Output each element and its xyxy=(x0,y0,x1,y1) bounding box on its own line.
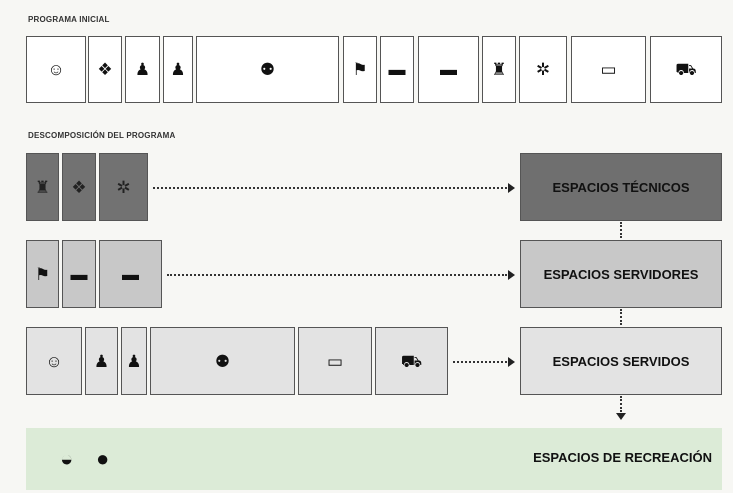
program-box-reading-1: ♟ xyxy=(125,36,160,103)
gears-icon: ✲ xyxy=(535,60,551,79)
group-people-icon: ⚉ xyxy=(259,60,276,79)
tech-arrowhead xyxy=(508,183,515,193)
program-box-office-2: ▬ xyxy=(418,36,479,103)
water-drop-icon: ● xyxy=(96,446,110,471)
tech-to-servers-connector xyxy=(620,222,622,238)
trash-person-icon: ♜ xyxy=(34,177,51,197)
program-box-machinery: ✲ xyxy=(519,36,567,103)
server-box-office-1: ▬ xyxy=(62,240,96,308)
theater-masks-icon: ☺ xyxy=(47,60,65,79)
served-box-assembly: ⚉ xyxy=(150,327,295,395)
briefcase-icon: ▬ xyxy=(440,60,457,79)
gears-icon: ✲ xyxy=(116,177,131,197)
book-icon: ❖ xyxy=(97,60,113,79)
initial-program-title: PROGRAMA INICIAL xyxy=(28,15,110,24)
served-box-reading-1: ♟ xyxy=(85,327,118,395)
recreation-arrowhead xyxy=(616,413,626,420)
shopping-cart-icon: ⛟ xyxy=(400,351,423,371)
tech-connector-line xyxy=(153,187,507,189)
shopping-cart-icon: ⛟ xyxy=(675,60,697,79)
tech-box-machinery: ✲ xyxy=(99,153,148,221)
briefcase-icon: ▬ xyxy=(388,60,406,79)
reading-person-icon: ♟ xyxy=(170,60,186,79)
served-connector-line xyxy=(453,361,507,363)
category-espacios-recreacion: ESPACIOS DE RECREACIÓN xyxy=(533,450,712,465)
tech-box-waste: ♜ xyxy=(26,153,59,221)
computer-icon: ▭ xyxy=(600,60,617,79)
program-box-computing: ▭ xyxy=(571,36,646,103)
program-box-theater: ☺ xyxy=(26,36,86,103)
program-box-shop: ⛟ xyxy=(650,36,722,103)
served-box-reading-2: ♟ xyxy=(121,327,147,395)
desk-worker-icon: ⚑ xyxy=(34,264,51,284)
servers-to-served-connector xyxy=(620,309,622,325)
group-people-icon: ⚉ xyxy=(214,351,231,371)
served-to-recreation-connector xyxy=(620,396,622,412)
decomposition-title: DESCOMPOSICIÓN DEL PROGRAMA xyxy=(28,131,176,140)
computer-icon: ▭ xyxy=(326,351,344,371)
reading-person-icon: ♟ xyxy=(134,60,151,79)
reading-person-icon: ♟ xyxy=(126,351,142,371)
category-espacios-servidores: ESPACIOS SERVIDORES xyxy=(520,240,722,308)
briefcase-icon: ▬ xyxy=(70,264,88,284)
program-box-office-1: ▬ xyxy=(380,36,414,103)
server-box-reception: ⚑ xyxy=(26,240,59,308)
program-box-assembly: ⚉ xyxy=(196,36,339,103)
served-box-computing: ▭ xyxy=(298,327,372,395)
desk-worker-icon: ⚑ xyxy=(352,60,368,79)
recreation-band: ◒ ● ESPACIOS DE RECREACIÓN xyxy=(26,428,722,490)
served-box-theater: ☺ xyxy=(26,327,82,395)
theater-masks-icon: ☺ xyxy=(45,351,63,371)
served-box-shop: ⛟ xyxy=(375,327,448,395)
servers-arrowhead xyxy=(508,270,515,280)
trash-person-icon: ♜ xyxy=(491,60,507,79)
program-box-reading-2: ♟ xyxy=(163,36,193,103)
book-icon: ❖ xyxy=(71,177,87,197)
tech-box-library: ❖ xyxy=(62,153,96,221)
category-espacios-tecnicos: ESPACIOS TÉCNICOS xyxy=(520,153,722,221)
server-box-office-2: ▬ xyxy=(99,240,162,308)
category-espacios-servidos: ESPACIOS SERVIDOS xyxy=(520,327,722,395)
briefcase-icon: ▬ xyxy=(122,264,139,284)
program-box-library: ❖ xyxy=(88,36,122,103)
reading-person-icon: ♟ xyxy=(93,351,110,371)
program-box-waste: ♜ xyxy=(482,36,516,103)
served-arrowhead xyxy=(508,357,515,367)
program-box-reception: ⚑ xyxy=(343,36,377,103)
servers-connector-line xyxy=(167,274,507,276)
swimmer-icon: ◒ xyxy=(60,446,74,471)
